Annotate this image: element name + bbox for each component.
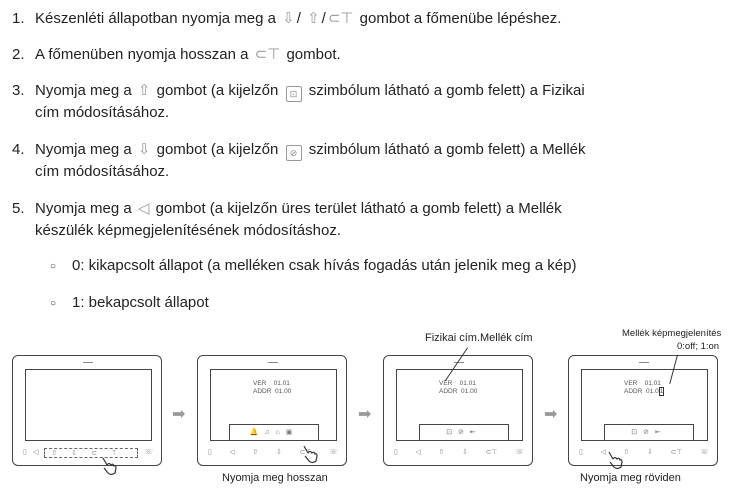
arrow-down-icon: ⇩	[137, 141, 151, 158]
caption-image-display: Mellék képmegjelenítés	[622, 328, 722, 339]
button-row: ▯◁⇧⇩⊂⊤☏	[23, 448, 153, 458]
screen	[25, 369, 152, 441]
menu-bar: 🔔♫⌂▣	[229, 424, 319, 441]
screen: VER 01.01 ADDR 01.00 ⊡⊘⇤	[396, 369, 523, 441]
arrow-right-icon: ➡	[544, 406, 558, 423]
arrow-right-icon: ➡	[358, 406, 372, 423]
menu-bar: ⊡⊘⇤	[419, 424, 509, 441]
arrow-up-icon: ⇧	[137, 82, 151, 99]
hand-icon	[303, 445, 318, 464]
monitor-image-display: VER 01.01 ADDR 01.01 ⊡⊘⇤ ▯◁⇧⇩⊂⊤☏	[568, 355, 718, 470]
screen: VER 01.01 ADDR 01.01 ⊡⊘⇤	[581, 369, 708, 441]
menu-bar: ⊡⊘⇤	[604, 424, 694, 441]
key-icon: ⊂⊤	[327, 10, 354, 27]
arrow-right-icon: ➡	[172, 406, 186, 423]
hand-icon	[608, 451, 623, 470]
arrow-down-icon: ⇩	[282, 10, 295, 27]
caption-short-press: Nyomja meg röviden	[580, 472, 681, 484]
caption-long-press: Nyomja meg hosszan	[222, 472, 328, 484]
caption-image-display-values: 0:off; 1:on	[677, 341, 720, 352]
sub-item-0: ○0: kikapcsolt állapot (a melléken csak …	[50, 257, 577, 274]
speaker-icon: ◁	[137, 200, 150, 217]
monitor-standby: ▯◁⇧⇩⊂⊤☏	[12, 355, 162, 476]
key-icon: ⊂⊤	[254, 46, 281, 63]
hand-icon	[102, 457, 117, 476]
monitor-main-menu: VER 01.01 ADDR 01.00 🔔♫⌂▣ ▯◁⇧⇩⊂⊤☏	[197, 355, 347, 466]
sub-item-1: ○1: bekapcsolt állapot	[50, 294, 209, 311]
monitor-address: VER 01.01 ADDR 01.00 ⊡⊘⇤ ▯◁⇧⇩⊂⊤☏	[383, 355, 533, 466]
link-symbol-icon: ⊘	[285, 145, 302, 161]
arrow-up-icon: ⇧	[307, 10, 320, 27]
address-symbol-icon: ⊡	[285, 86, 302, 102]
caption-address: Fizikai cím.Mellék cím	[425, 332, 533, 344]
screen: VER 01.01 ADDR 01.00 🔔♫⌂▣	[210, 369, 337, 441]
